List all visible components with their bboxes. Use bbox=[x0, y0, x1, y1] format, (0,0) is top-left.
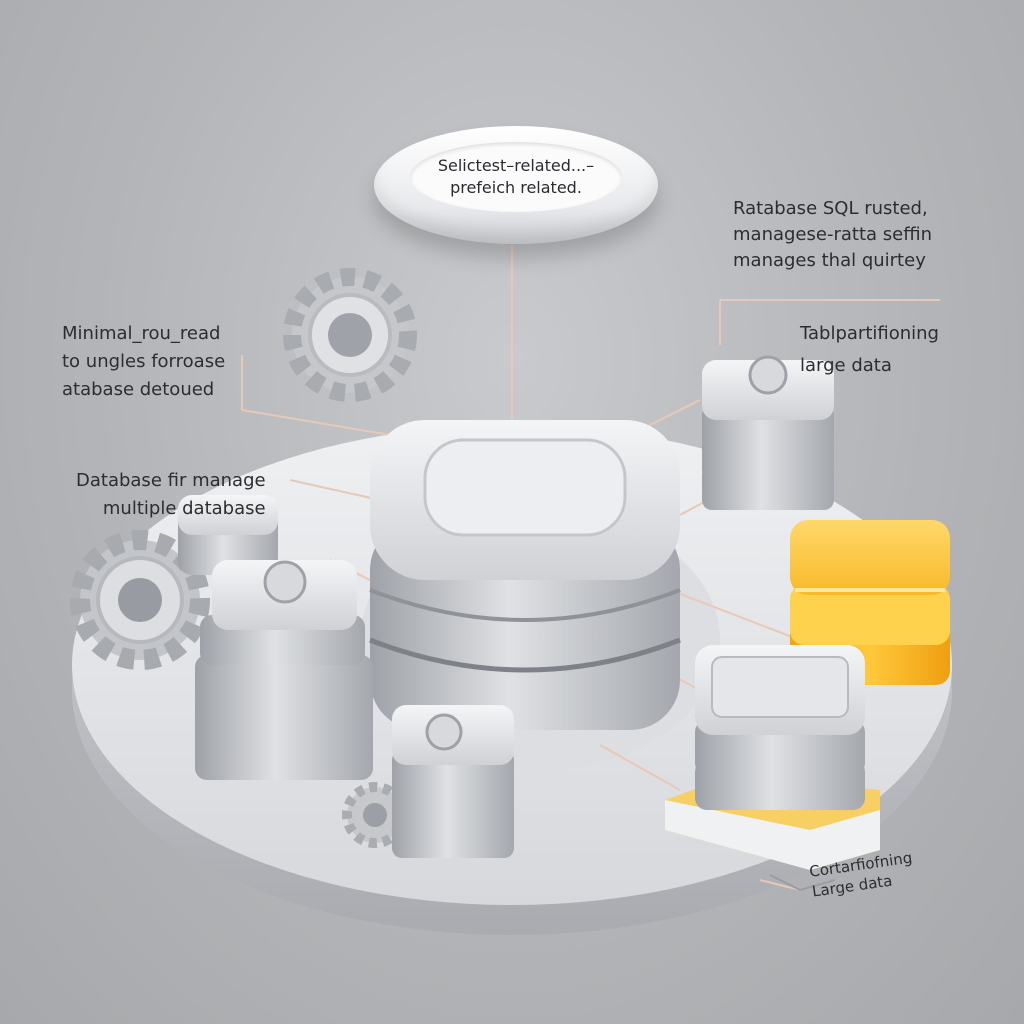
server-stack bbox=[392, 705, 514, 858]
label-line: Minimal_rou_read bbox=[62, 323, 221, 344]
query-bubble-face: Selictest–related...– prefeich related. bbox=[410, 142, 622, 212]
label-multiple-database: Database fir manage multiple database bbox=[76, 467, 266, 523]
label-line: multiple database bbox=[102, 498, 266, 519]
query-bubble: Selictest–related...– prefeich related. bbox=[374, 126, 658, 244]
bubble-line-1: Selictest–related...– bbox=[437, 156, 595, 175]
gear-icon bbox=[70, 530, 210, 670]
server-stack bbox=[178, 495, 278, 575]
label-line: Ratabase SQL rusted, bbox=[733, 198, 928, 219]
server-stack bbox=[702, 355, 834, 510]
label-line: managese-ratta seffin bbox=[733, 224, 933, 245]
highlighted-database-stack bbox=[790, 520, 950, 685]
gear-icon bbox=[342, 782, 408, 848]
label-bracket bbox=[769, 874, 836, 892]
partitioned-table-stack bbox=[665, 645, 880, 870]
label-line: atabase detoued bbox=[62, 379, 215, 400]
label-line: to ungles forroase bbox=[62, 351, 226, 372]
label-table-partitioning: Tablpartifioning large data bbox=[800, 318, 939, 382]
label-minimal-read: Minimal_rou_read to ungles forroase atab… bbox=[62, 320, 225, 404]
bubble-line-2: prefeich related. bbox=[450, 178, 582, 197]
label-line: manages thal quirtey bbox=[733, 250, 926, 271]
gear-icon bbox=[283, 268, 417, 402]
label-sql-trusted: Ratabase SQL rusted, managese-ratta seff… bbox=[733, 196, 932, 274]
label-line: Database fir manage bbox=[76, 470, 266, 491]
server-stack bbox=[195, 560, 373, 780]
central-database-icon bbox=[369, 420, 681, 730]
label-line: Tablpartifioning bbox=[800, 323, 939, 344]
label-line: large data bbox=[800, 355, 892, 376]
